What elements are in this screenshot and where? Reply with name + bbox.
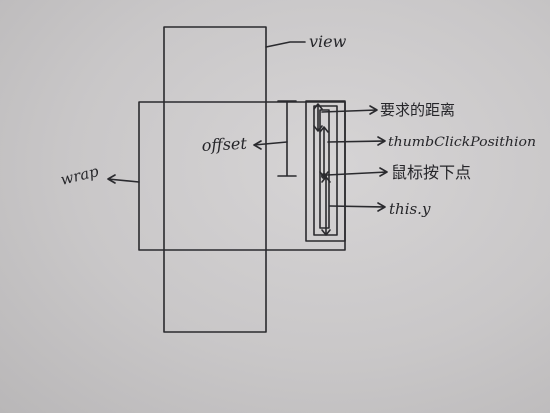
distance-marker [313,103,323,132]
thumb-click-label: thumbClickPosithion [388,135,536,150]
thumb-inner [319,109,330,229]
view-label: view [309,32,347,51]
distance-label: 要求的距离 [380,101,455,119]
scrollbar-track [305,100,346,242]
offset-arrow [253,140,288,150]
view-box [163,26,267,333]
view-leader-line [265,41,306,48]
thumb-click-marker [319,126,329,178]
wrap-label: wrap [59,162,101,189]
this-y-arrow [329,202,386,212]
mouse-down-arrow [326,167,388,177]
offset-bracket [277,100,297,177]
distance-arrow [321,105,378,115]
mouse-down-label: 鼠标按下点 [391,163,471,182]
mouse-down-point [320,173,327,180]
thumb-click-arrow [327,136,386,146]
this-y-marker [321,176,331,236]
offset-label: offset [201,134,248,155]
wrap-arrow [107,174,140,184]
this-y-label: this.y [389,200,431,218]
